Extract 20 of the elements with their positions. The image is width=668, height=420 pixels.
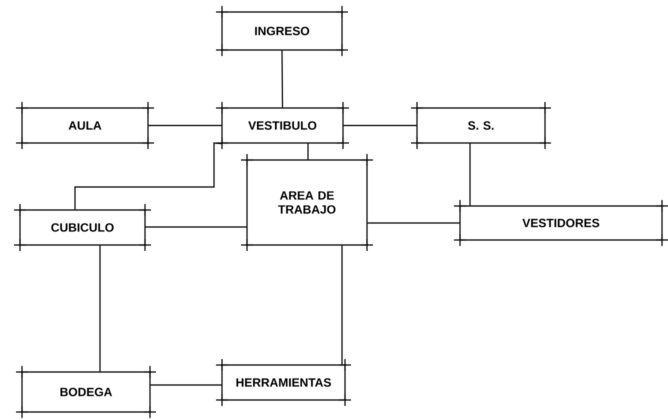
connector-line: [368, 222, 460, 224]
process-box: BODEGA: [16, 366, 156, 418]
connector-line: [341, 246, 343, 364]
connector-line: [344, 124, 416, 126]
connector-line: [281, 50, 284, 108]
connector-line: [150, 384, 222, 386]
connector-line: [469, 144, 471, 206]
process-box: AREA DE TRABAJO: [241, 154, 373, 251]
process-box: AULA: [16, 102, 154, 149]
connector-line: [148, 124, 222, 126]
process-box: CUBICULO: [14, 204, 151, 251]
connector-line: [74, 142, 222, 210]
connector-line: [146, 226, 246, 228]
process-box: VESTIDORES: [454, 200, 668, 246]
connector-line: [99, 246, 101, 372]
process-box: S. S.: [411, 102, 551, 149]
connector-line: [307, 144, 309, 160]
process-box: INGRESO: [216, 6, 348, 56]
process-box: HERRAMIENTAS: [216, 359, 351, 406]
process-box: VESTIBULO: [216, 102, 349, 149]
